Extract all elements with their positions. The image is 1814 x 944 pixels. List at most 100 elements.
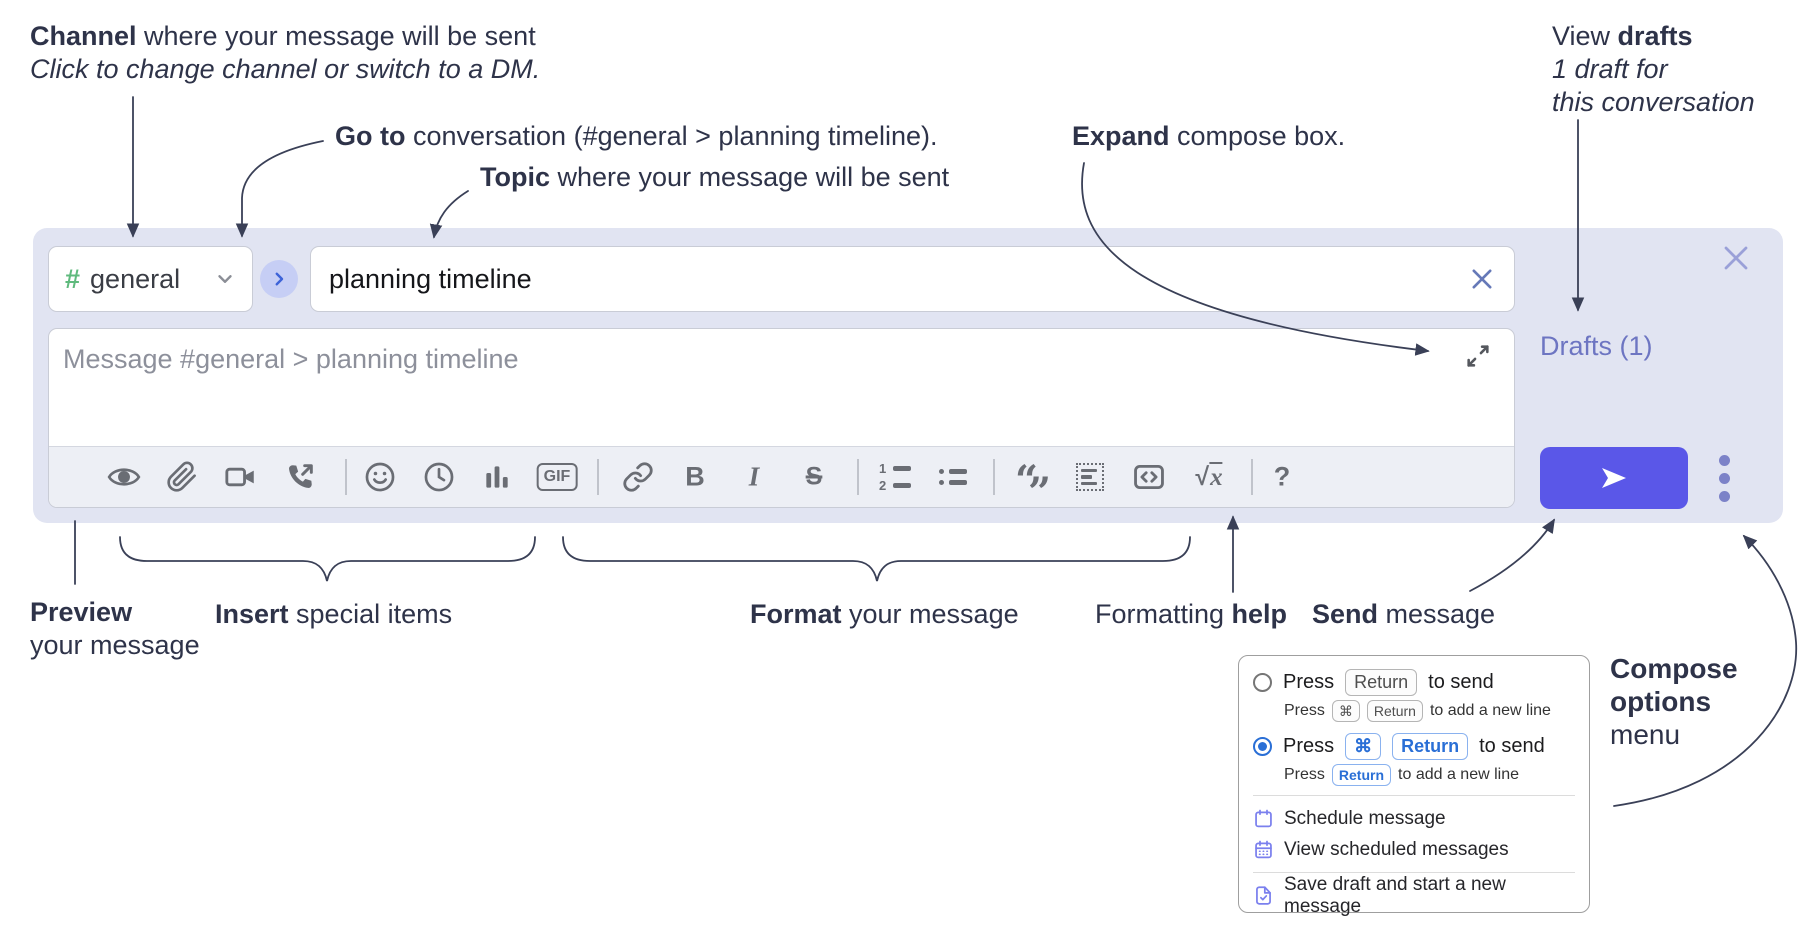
annotation-expand: Expand compose box. — [1072, 120, 1345, 153]
formatting-help-icon[interactable]: ? — [1273, 461, 1291, 492]
radio-unselected[interactable] — [1253, 673, 1272, 692]
insert-brace — [119, 536, 536, 582]
label-compose-bold2: options — [1610, 686, 1712, 717]
italic-icon[interactable]: I — [748, 461, 760, 492]
message-placeholder: Message #general > planning timeline — [63, 344, 519, 374]
label-send-message: Send message — [1312, 598, 1495, 631]
send-pointer-line — [1469, 518, 1555, 592]
quote-icon[interactable]: “” — [1015, 457, 1051, 513]
label-compose-bold1: Compose — [1610, 653, 1738, 684]
draft-check-icon — [1253, 885, 1274, 906]
option2-key-return: Return — [1392, 733, 1469, 760]
time-icon[interactable] — [422, 460, 456, 494]
label-preview: Preview your message — [30, 596, 200, 662]
annotation-goto-bold: Go to — [335, 121, 406, 151]
option1-key-return: Return — [1345, 669, 1418, 696]
toolbar-separator — [597, 459, 599, 495]
drafts-link[interactable]: Drafts (1) — [1540, 331, 1653, 361]
send-button[interactable] — [1540, 447, 1688, 509]
annotation-expand-bold: Expand — [1072, 121, 1170, 151]
emoji-icon[interactable] — [363, 460, 397, 494]
numbered-list-icon[interactable]: 1 2 — [879, 461, 911, 493]
sqrt-glyph: √ — [1195, 462, 1210, 491]
annotation-expand-rest: compose box. — [1169, 121, 1346, 151]
annotation-channel-rest: where your message will be sent — [136, 21, 536, 51]
quote-open-glyph: “ — [1015, 457, 1039, 504]
topic-value: planning timeline — [329, 263, 532, 294]
bulleted-list-icon[interactable] — [939, 469, 967, 485]
code-icon[interactable] — [1132, 460, 1166, 494]
send-option-return-sub: Press ⌘ Return to add a new line — [1284, 698, 1575, 724]
annotation-drafts-pre: View — [1552, 21, 1618, 51]
chevron-right-icon — [275, 272, 284, 286]
option2-sub-post: to add a new line — [1398, 766, 1520, 783]
menu-item-save-draft[interactable]: Save draft and start a new message — [1253, 874, 1575, 917]
ol-number-1: 1 — [879, 461, 887, 476]
link-icon[interactable] — [622, 461, 654, 493]
label-format-rest: your message — [841, 599, 1019, 629]
annotation-drafts: View drafts 1 draft for this conversatio… — [1552, 20, 1755, 119]
annotation-goto: Go to conversation (#general > planning … — [335, 120, 938, 153]
toolbar-separator — [857, 459, 859, 495]
compose-options-menu-button[interactable] — [1711, 450, 1737, 506]
toolbar-separator — [1251, 459, 1253, 495]
annotation-drafts-line1: View drafts — [1552, 20, 1755, 53]
popup-divider — [1253, 872, 1575, 873]
chevron-down-icon — [214, 268, 236, 290]
expand-compose-icon[interactable] — [1464, 342, 1492, 375]
channel-name: general — [90, 263, 181, 294]
radio-selected[interactable] — [1253, 737, 1272, 756]
annotation-channel-bold: Channel — [30, 21, 137, 51]
menu-item-view-scheduled[interactable]: View scheduled messages — [1253, 834, 1575, 865]
send-option-cmd-return[interactable]: Press ⌘ Return to send — [1253, 731, 1575, 762]
annotation-drafts-bold: drafts — [1617, 21, 1693, 51]
clear-topic-icon[interactable] — [1468, 265, 1496, 293]
bold-icon[interactable]: B — [685, 461, 705, 492]
send-icon — [1602, 468, 1626, 488]
option2-key-cmd: ⌘ — [1345, 733, 1382, 760]
annotation-channel: Channel where your message will be sent … — [30, 20, 540, 86]
gif-icon-label: GIF — [536, 463, 578, 491]
spoiler-icon[interactable] — [1076, 463, 1104, 491]
toolbar-separator — [993, 459, 995, 495]
preview-icon[interactable] — [107, 460, 141, 494]
quote-close-glyph: ” — [1027, 469, 1051, 516]
send-option-return[interactable]: Press Return to send — [1253, 667, 1575, 698]
option1-sub-key-cmd: ⌘ — [1331, 700, 1360, 722]
attach-file-icon[interactable] — [166, 461, 198, 493]
strikethrough-icon[interactable]: S — [805, 462, 823, 491]
topic-input[interactable]: planning timeline — [310, 246, 1515, 312]
option2-post: to send — [1479, 735, 1545, 757]
message-textarea[interactable]: Message #general > planning timeline — [48, 328, 1515, 513]
annotation-drafts-italic1: 1 draft for — [1552, 54, 1668, 84]
close-compose-icon[interactable] — [1720, 242, 1752, 279]
poll-icon[interactable] — [481, 461, 513, 493]
annotation-goto-rest: conversation (#general > planning timeli… — [405, 121, 938, 151]
label-insert: Insert special items — [215, 598, 452, 631]
channel-hash-icon: # — [65, 263, 81, 294]
goto-pointer-line — [235, 140, 324, 238]
toolbar-separator — [345, 459, 347, 495]
video-call-icon[interactable] — [224, 460, 258, 494]
annotation-topic-bold: Topic — [480, 162, 550, 192]
option1-sub-key-return: Return — [1366, 700, 1423, 722]
channel-selector[interactable]: # general — [48, 246, 253, 312]
annotation-drafts-italic2: this conversation — [1552, 87, 1755, 117]
annotation-channel-italic: Click to change channel or switch to a D… — [30, 54, 541, 84]
label-help-bold: help — [1231, 599, 1288, 629]
option1-post: to send — [1428, 671, 1494, 693]
voice-call-icon[interactable] — [284, 461, 316, 493]
format-brace — [562, 536, 1191, 582]
menu-item-label: Save draft and start a new message — [1284, 873, 1506, 917]
option2-sub-pre: Press — [1284, 766, 1325, 783]
math-icon[interactable]: √x — [1195, 462, 1223, 492]
compose-box: # general planning timeline Message #gen… — [33, 228, 1783, 523]
go-to-conversation-button[interactable] — [260, 260, 298, 298]
gif-icon[interactable]: GIF — [536, 463, 578, 491]
label-format: Format your message — [750, 598, 1019, 631]
ol-number-2: 2 — [879, 478, 887, 493]
label-send-rest: message — [1378, 599, 1496, 629]
sqrt-x-glyph: x — [1209, 462, 1223, 491]
menu-item-schedule-message[interactable]: Schedule message — [1253, 803, 1575, 834]
